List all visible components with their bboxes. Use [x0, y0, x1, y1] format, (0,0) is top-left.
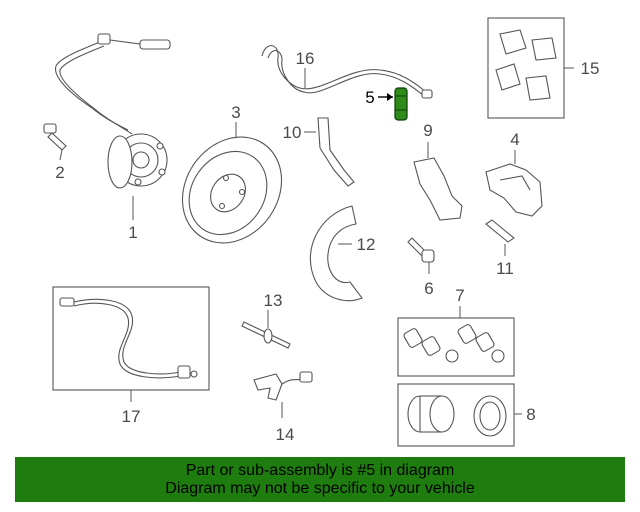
part-6-bolt[interactable]: 6: [407, 237, 435, 298]
callout-5: 5: [365, 88, 374, 107]
callout-15: 15: [581, 59, 600, 78]
callout-8: 8: [526, 405, 535, 424]
part-17-abs-sensor[interactable]: 17: [52, 286, 210, 426]
part-16-brake-hose[interactable]: 16: [261, 45, 433, 99]
callout-7: 7: [455, 286, 464, 305]
callout-12: 12: [357, 235, 376, 254]
callout-6: 6: [424, 279, 433, 298]
part-3-brake-rotor[interactable]: 3: [162, 103, 302, 262]
callout-3: 3: [231, 103, 240, 122]
part-1-wheel-hub[interactable]: 1: [55, 33, 171, 242]
part-11-guide-pin[interactable]: 11: [485, 219, 515, 278]
callout-9: 9: [423, 121, 432, 140]
banner-line-1: Part or sub-assembly is #5 in diagram: [185, 461, 455, 479]
callout-10: 10: [283, 123, 302, 142]
part-8-piston-kit[interactable]: 8: [397, 383, 536, 447]
part-7-repair-kit[interactable]: 7: [397, 286, 515, 377]
callout-11: 11: [496, 259, 514, 278]
part-13-pin[interactable]: 13: [241, 291, 291, 349]
part-4-caliper[interactable]: 4: [485, 130, 543, 217]
part-9-caliper-bracket[interactable]: 9: [413, 121, 463, 221]
part-2-bolt[interactable]: 2: [43, 123, 67, 182]
callout-14: 14: [276, 425, 295, 444]
callout-1: 1: [128, 223, 137, 242]
part-5-highlighted[interactable]: 5: [365, 87, 408, 121]
callout-2: 2: [55, 163, 64, 182]
callout-4: 4: [510, 130, 519, 149]
callout-13: 13: [264, 291, 283, 310]
part-14-wear-sensor[interactable]: 14: [253, 371, 313, 444]
callout-17: 17: [122, 407, 141, 426]
info-banner: Part or sub-assembly is #5 in diagram Di…: [15, 457, 625, 502]
callout-16: 16: [296, 49, 315, 68]
part-15-brake-pads[interactable]: 15: [487, 17, 600, 119]
banner-line-2: Diagram may not be specific to your vehi…: [165, 479, 475, 497]
part-12-splash-shield[interactable]: 12: [309, 205, 376, 302]
part-10-bracket[interactable]: 10: [283, 117, 355, 187]
